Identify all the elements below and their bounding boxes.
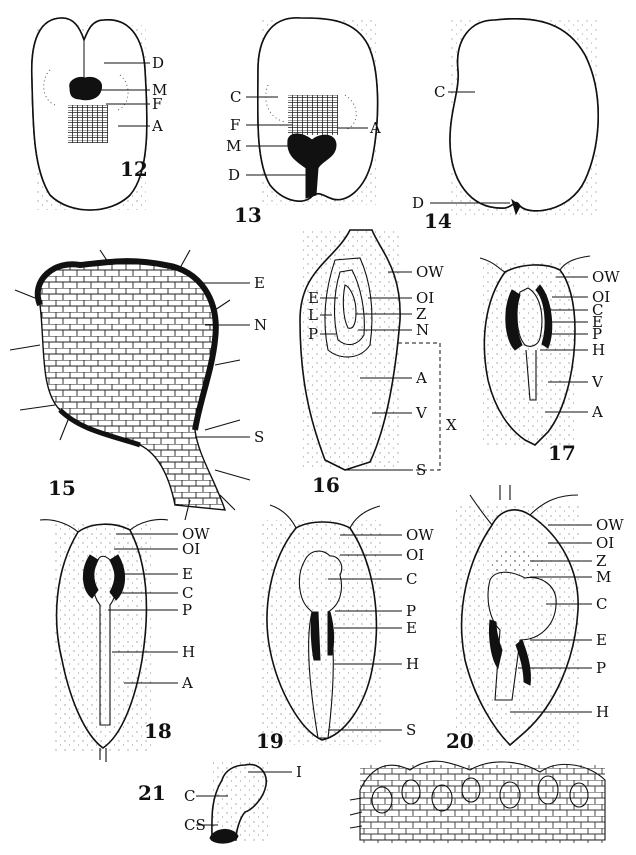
fig21-label-cs: CS <box>184 816 206 834</box>
fig12-label-a: A <box>151 117 163 135</box>
fig16-label-n: N <box>416 321 429 339</box>
fig16-number: 16 <box>312 473 340 497</box>
fig13-label-f: F <box>230 116 240 134</box>
figure-14: C D 14 <box>412 19 600 233</box>
fig16-label-e: E <box>308 289 319 307</box>
figure-19: OW OI C P E H S 19 <box>256 505 434 753</box>
fig16-label-s: S <box>416 461 426 479</box>
fig20-label-h: H <box>596 703 609 721</box>
fig19-label-s: S <box>406 721 416 739</box>
fig14-number: 14 <box>424 209 452 233</box>
fig18-label-a: A <box>181 674 193 692</box>
figure-18: OW OI E C P H A 18 <box>40 519 210 762</box>
fig19-label-p: P <box>406 602 416 620</box>
fig15-label-n: N <box>254 316 267 334</box>
fig13-label-a: A <box>369 119 381 137</box>
figure-20: OW OI Z M C E P H 20 <box>446 485 624 753</box>
fig16-label-v: V <box>415 404 428 422</box>
fig12-label-f: F <box>152 95 162 113</box>
figure-15: E N S 15 <box>10 250 267 520</box>
fig12-label-d: D <box>152 54 164 72</box>
fig19-label-oi: OI <box>406 546 424 564</box>
figure-22: 22 <box>350 761 605 843</box>
figure-16: E L P OW OI Z N A X V S 16 <box>300 230 457 497</box>
fig13-number: 13 <box>234 203 262 227</box>
fig21-number: 21 <box>138 781 166 805</box>
fig17-label-h: H <box>592 341 605 359</box>
fig20-label-p: P <box>596 659 606 677</box>
figure-12: D M F A 12 <box>32 18 168 210</box>
fig19-label-e: E <box>406 619 417 637</box>
figure-17: OW OI C E P H V A 18 17 <box>480 256 620 465</box>
fig20-label-c: C <box>596 595 607 613</box>
fig17-label-a: A <box>591 403 603 421</box>
fig16-label-p: P <box>308 325 318 343</box>
fig13-label-m: M <box>226 137 241 155</box>
fig15-number: 15 <box>48 476 76 500</box>
fig15-label-e: E <box>254 274 265 292</box>
fig17-label-ow: OW <box>592 268 620 286</box>
fig18-label-e: E <box>182 565 193 583</box>
fig16-label-a: A <box>415 369 427 387</box>
fig15-label-s: S <box>254 428 264 446</box>
fig21-label-c: C <box>184 787 195 805</box>
fig13-label-d: D <box>228 166 240 184</box>
fig19-label-c: C <box>406 570 417 588</box>
fig20-number: 20 <box>446 729 474 753</box>
figure-13: C F M D A 13 <box>226 18 381 227</box>
fig20-label-m: M <box>596 568 611 586</box>
fig20-label-oi: OI <box>596 534 614 552</box>
fig12-number: 12 <box>120 157 148 181</box>
fig18-label-p: P <box>182 601 192 619</box>
fig18-number: 18 <box>144 719 172 743</box>
fig18-label-h: H <box>182 643 195 661</box>
fig14-label-d: D <box>412 194 424 212</box>
fig16-label-ow: OW <box>416 263 444 281</box>
fig17-label-v: V <box>591 373 604 391</box>
fig14-label-c: C <box>434 83 445 101</box>
fig20-label-e: E <box>596 631 607 649</box>
figure-21: I C CS 21 <box>138 762 302 843</box>
fig18-label-c: C <box>182 584 193 602</box>
fig16-label-x: X <box>446 416 457 434</box>
fig20-label-ow: OW <box>596 516 624 534</box>
fig21-label-i: I <box>296 763 302 781</box>
fig18-label-oi: OI <box>182 540 200 558</box>
fig13-label-c: C <box>230 88 241 106</box>
fig17-number-visible: 17 <box>548 441 576 465</box>
fig19-number: 19 <box>256 729 284 753</box>
fig16-label-l: L <box>308 306 318 324</box>
fig19-label-ow: OW <box>406 526 434 544</box>
fig19-label-h: H <box>406 655 419 673</box>
